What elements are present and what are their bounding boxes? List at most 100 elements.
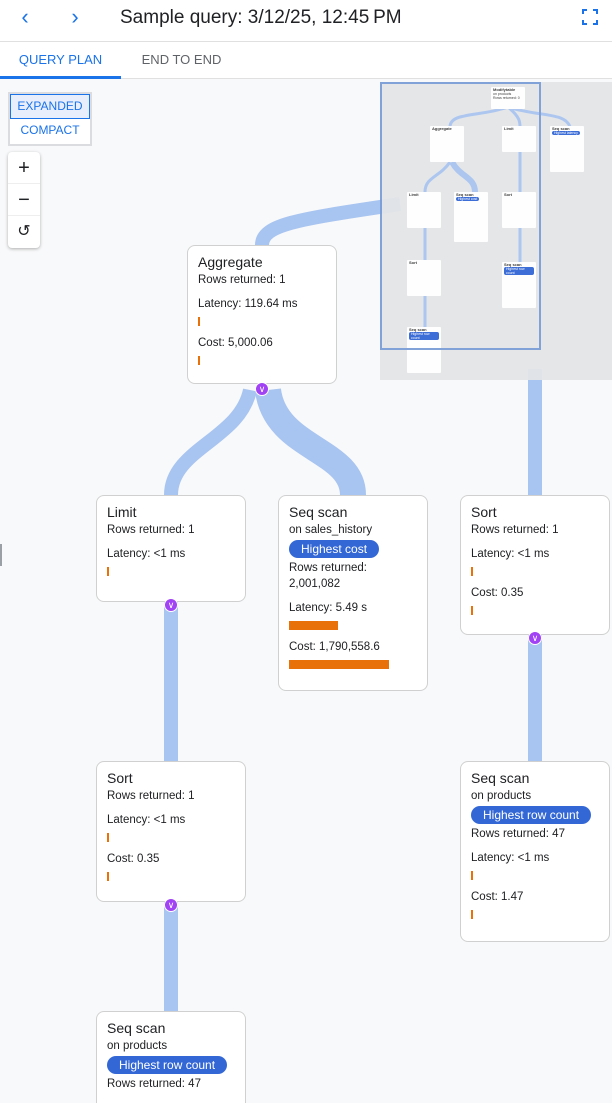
cost-bar: [289, 660, 389, 669]
minimap-node: Sort: [407, 260, 441, 296]
minimap-node-title: Limit: [409, 192, 419, 197]
node-title: Seq scan: [289, 504, 348, 520]
plan-canvas[interactable]: Aggregate Rows returned: 1 Latency: 119.…: [0, 79, 612, 1103]
page-title: Sample query: 3/12/25, 12:45 PM: [120, 7, 402, 28]
tab-query-plan[interactable]: QUERY PLAN: [0, 42, 121, 79]
node-sort-right[interactable]: Sort Rows returned: 1 Latency: <1 ms Cos…: [460, 495, 610, 635]
expand-limit-chevron-icon[interactable]: ∨: [164, 598, 178, 612]
latency: Latency: <1 ms: [107, 548, 186, 560]
latency: Latency: 5.49 s: [289, 602, 367, 614]
node-title: Seq scan: [471, 770, 530, 786]
latency: Latency: 119.64 ms: [198, 298, 298, 310]
latency-bar: [198, 317, 200, 326]
link-modify-aggregate: [255, 197, 402, 246]
plan-links: [164, 197, 542, 1011]
latency: Latency: <1 ms: [107, 814, 186, 826]
view-mode-toggle: EXPANDED COMPACT: [8, 92, 92, 146]
cost-bar: [471, 910, 473, 919]
minimap-node: Limit: [502, 126, 536, 152]
link-aggregate-seqscan: [255, 387, 366, 497]
node-limit[interactable]: Limit Rows returned: 1 Latency: <1 ms: [96, 495, 246, 602]
minimap-node-title: Modifytable: [493, 87, 516, 92]
node-sort-left[interactable]: Sort Rows returned: 1 Latency: <1 ms Cos…: [96, 761, 246, 902]
minimap-node-title: Aggregate: [432, 126, 452, 131]
highest-row-count-badge: Highest row count: [107, 1056, 228, 1074]
header: ‹ › Sample query: 3/12/25, 12:45 PM: [0, 0, 612, 42]
minimap-node-title: Seq scan: [456, 192, 474, 197]
minimap-node: Aggregate: [430, 126, 464, 162]
link-aggregate-limit: [164, 388, 257, 496]
cost: Cost: 5,000.06: [198, 337, 273, 349]
cost-bar: [198, 356, 200, 365]
minimap-viewport[interactable]: [380, 82, 541, 350]
node-aggregate[interactable]: Aggregate Rows returned: 1 Latency: 119.…: [187, 245, 337, 384]
rows-returned: Rows returned: 47: [471, 828, 565, 840]
expand-sort-left-chevron-icon[interactable]: ∨: [164, 898, 178, 912]
minimap-badge: Highest latency: [552, 131, 580, 135]
table-name: on products: [107, 1040, 168, 1052]
node-title: Aggregate: [198, 254, 263, 270]
rows-returned-value: 2,001,082: [289, 578, 341, 590]
node-title: Sort: [471, 504, 497, 520]
latency: Latency: <1 ms: [471, 852, 550, 864]
minimap-node: Sort: [502, 192, 536, 228]
table-name: on products: [471, 790, 532, 802]
cost-bar: [107, 872, 109, 881]
zoom-out-button[interactable]: −: [8, 184, 40, 216]
table-name: on sales_history: [289, 524, 373, 536]
minimap-links: [423, 105, 572, 327]
minimap-node-title: Sort: [409, 260, 417, 265]
zoom-in-button[interactable]: +: [8, 152, 40, 184]
rows-returned: Rows returned: 1: [107, 790, 195, 802]
minimap-node-title: Sort: [504, 192, 512, 197]
latency-bar: [107, 833, 109, 842]
reset-zoom-button[interactable]: ↺: [17, 223, 31, 240]
expanded-button[interactable]: EXPANDED: [10, 94, 90, 119]
expand-aggregate-chevron-icon[interactable]: ∨: [255, 382, 269, 396]
cost-bar: [471, 606, 473, 615]
rows-returned: Rows returned: 1: [198, 274, 286, 286]
tab-end-to-end[interactable]: END TO END: [141, 52, 222, 67]
minimap-node-table: on products: [493, 92, 512, 96]
rows-returned: Rows returned: 1: [107, 524, 195, 536]
cost: Cost: 0.35: [471, 587, 524, 599]
compact-button[interactable]: COMPACT: [20, 123, 80, 137]
cost: Cost: 1,790,558.6: [289, 641, 380, 653]
rows-returned: Rows returned: 1: [471, 524, 559, 536]
node-seq-scan-products-right[interactable]: Seq scan on products Highest row count R…: [460, 761, 610, 942]
minimap-node-title: Seq scan: [409, 327, 427, 332]
minimap-node-rows: Rows returned: 0: [493, 96, 520, 100]
minimap-node: Limit: [407, 192, 441, 228]
latency-bar: [289, 621, 338, 630]
minimap-badge: Highest row count: [504, 267, 534, 275]
forward-button[interactable]: ›: [60, 6, 90, 30]
highest-cost-badge: Highest cost: [289, 540, 380, 558]
node-seq-scan-products-bottom[interactable]: Seq scan on products Highest row count R…: [96, 1011, 246, 1103]
minimap-node-title: Seq scan: [504, 262, 522, 267]
cost: Cost: 1.47: [471, 891, 524, 903]
node-seq-scan-sales-history[interactable]: Seq scan on sales_history Highest cost R…: [278, 495, 428, 691]
node-title: Sort: [107, 770, 133, 786]
resize-handle[interactable]: [0, 544, 2, 566]
latency-bar: [471, 871, 473, 880]
expand-sort-right-chevron-icon[interactable]: ∨: [528, 631, 542, 645]
latency-bar: [471, 567, 473, 576]
minimap-badge: Highest row count: [409, 332, 439, 340]
latency-bar: [107, 567, 109, 576]
back-button[interactable]: ‹: [10, 6, 40, 30]
cost: Cost: 0.35: [107, 853, 160, 865]
tab-bar: QUERY PLAN END TO END: [0, 42, 612, 79]
fullscreen-icon[interactable]: [582, 9, 598, 25]
chevron-right-icon: ›: [71, 4, 79, 29]
node-title: Seq scan: [107, 1020, 166, 1036]
minimap-badge: Highest cost: [456, 197, 480, 201]
rows-returned: Rows returned:: [289, 562, 367, 574]
node-title: Limit: [107, 504, 137, 520]
rows-returned: Rows returned: 47: [107, 1078, 201, 1090]
minimap-node-title: Seq scan: [552, 126, 570, 131]
